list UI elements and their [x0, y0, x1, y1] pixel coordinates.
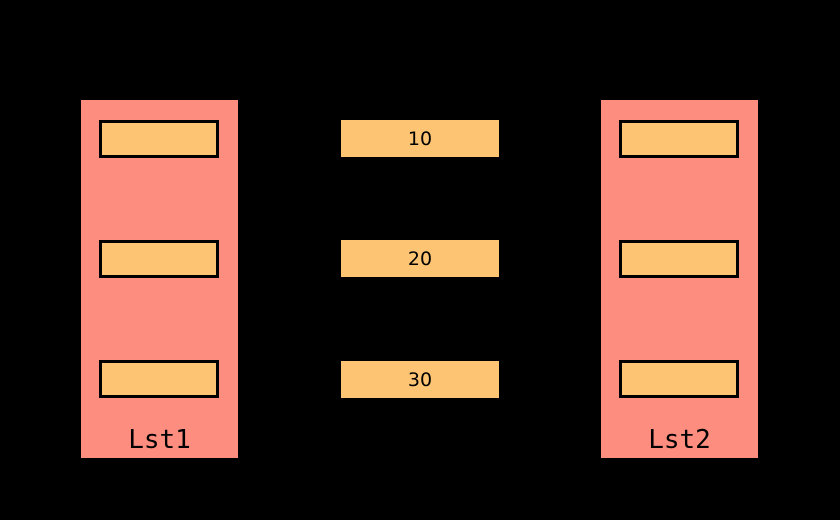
lst1-slot-1: [99, 240, 219, 278]
lst1-slot-0: [99, 120, 219, 158]
value-box-30: 30: [341, 361, 499, 398]
value-box-10: 10: [341, 120, 499, 157]
value-box-20: 20: [341, 240, 499, 277]
lst2-label: Lst2: [648, 425, 711, 455]
lst1-slot-2: [99, 360, 219, 398]
lst1-label: Lst1: [128, 425, 191, 455]
list-container-lst2: Lst2: [601, 100, 758, 458]
lst2-slot-0: [619, 120, 739, 158]
lst2-slot-1: [619, 240, 739, 278]
list-container-lst1: Lst1: [81, 100, 238, 458]
lst2-slot-2: [619, 360, 739, 398]
